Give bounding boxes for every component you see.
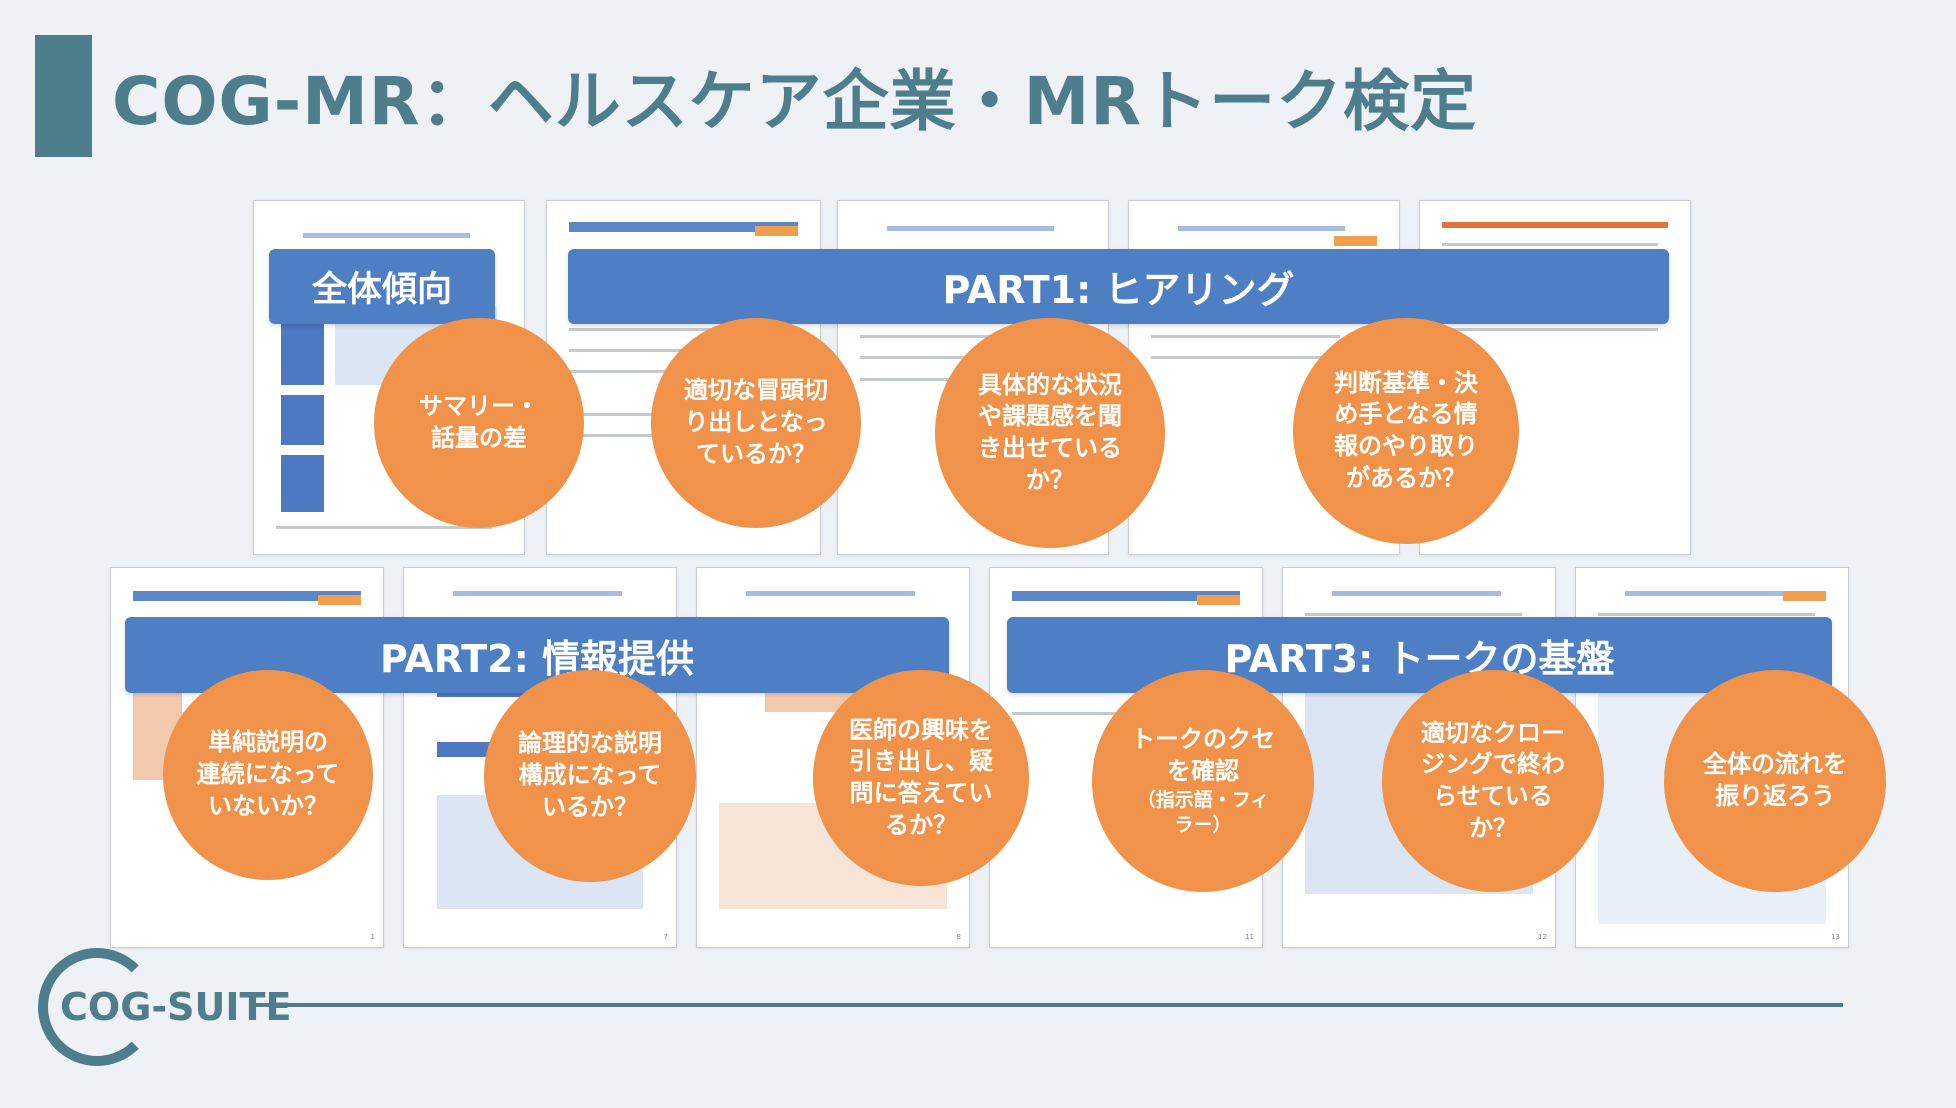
circle-interest: 医師の興味を 引き出し、疑 問に答えてい るか？: [813, 670, 1029, 886]
circle-specific: 具体的な状況 や課題感を聞 き出せている か？: [935, 318, 1165, 548]
circle-criteria: 判断基準・決 め手となる情 報のやり取り があるか？: [1293, 318, 1519, 544]
circle-talk-habit-label: トークのクセ を確認: [1131, 725, 1275, 785]
logo-ring-icon: [38, 948, 156, 1066]
circle-talk-habit: トークのクセ を確認 （指示語・フィ ラー）: [1092, 670, 1314, 892]
logo-text: COG-SUITE: [60, 985, 292, 1029]
circle-closing: 適切なクロー ジングで終わ らせている か？: [1382, 670, 1604, 892]
banner-part3-talk-base: PART3: トークの基盤: [1007, 617, 1832, 693]
page-title: COG-MR：ヘルスケア企業・MRトーク検定: [112, 63, 1478, 140]
circle-talk-habit-sub: （指示語・フィ ラー）: [1136, 788, 1270, 836]
banner-overall-trend: 全体傾向: [269, 249, 495, 324]
circle-opening: 適切な冒頭切 り出しとなっ ているか？: [651, 318, 861, 528]
circle-summary: サマリー・ 話量の差: [374, 318, 584, 528]
footer-divider: [253, 1003, 1843, 1007]
title-accent-bar: [35, 35, 92, 157]
circle-review: 全体の流れを 振り返ろう: [1664, 670, 1886, 892]
banner-part1-hearing: PART1: ヒアリング: [568, 249, 1669, 324]
circle-logical: 論理的な説明 構成になって いるか？: [484, 670, 696, 882]
circle-simple-explanation: 単純説明の 連続になって いないか？: [163, 670, 373, 880]
